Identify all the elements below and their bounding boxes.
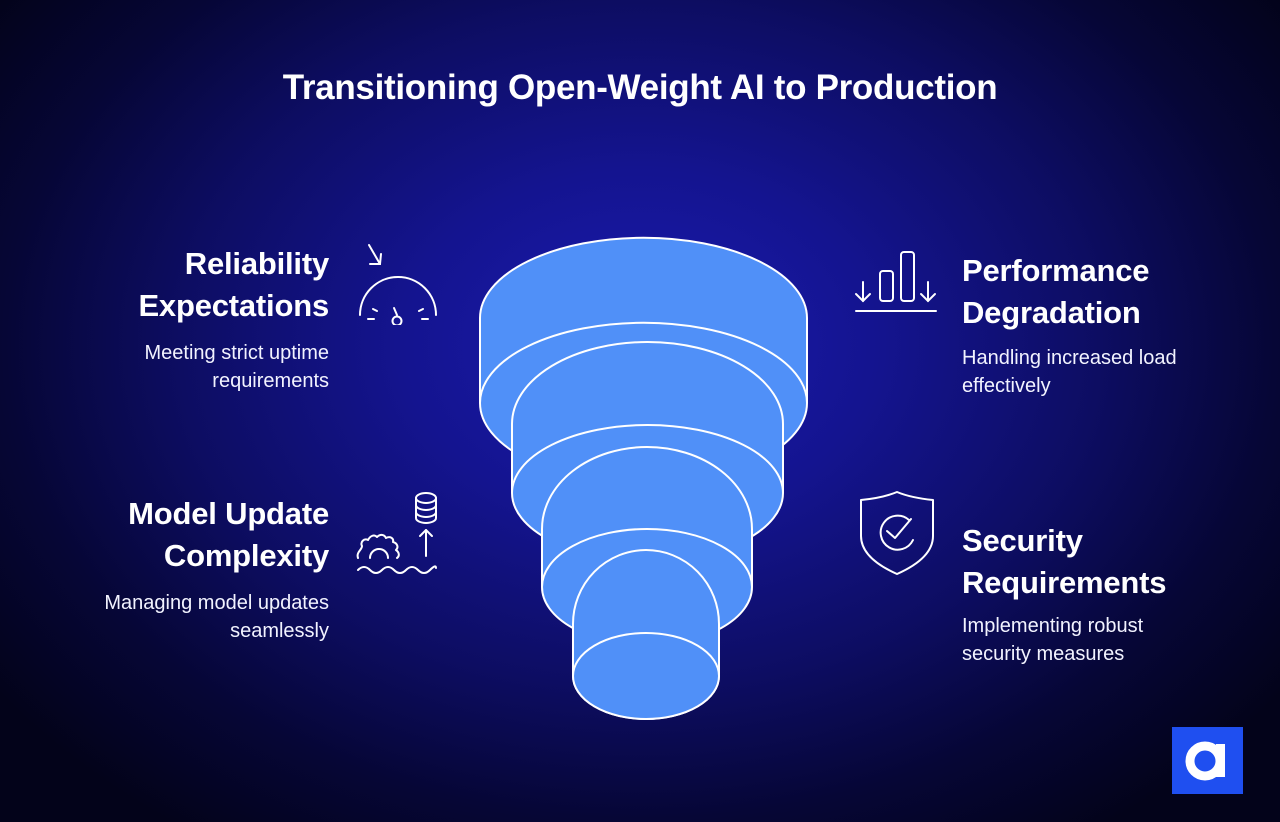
- page-title: Transitioning Open-Weight AI to Producti…: [282, 68, 998, 107]
- heading-line: Security: [962, 523, 1083, 558]
- heading-line: Reliability: [184, 246, 329, 281]
- item-model-update: Model Update Complexity Managing model u…: [104, 493, 329, 645]
- description-line: Implementing robust: [962, 615, 1144, 637]
- gear-database-icon: [350, 488, 445, 578]
- item-performance: Performance Degradation Handling increas…: [962, 250, 1177, 400]
- heading-line: Complexity: [163, 538, 329, 573]
- heading-line: Performance: [962, 253, 1150, 288]
- description-line: seamlessly: [230, 620, 329, 642]
- item-description: Managing model updates seamlessly: [104, 589, 329, 645]
- item-heading: Performance Degradation: [962, 250, 1177, 334]
- item-heading: Model Update Complexity: [104, 493, 329, 577]
- speedometer-icon: [352, 240, 442, 325]
- description-line: requirements: [212, 370, 329, 392]
- bar-chart-down-icon: [850, 245, 945, 320]
- item-description: Meeting strict uptime requirements: [138, 339, 329, 395]
- item-security: Security Requirements Implementing robus…: [962, 520, 1167, 668]
- description-line: Handling increased load: [962, 347, 1177, 369]
- heading-line: Degradation: [962, 295, 1141, 330]
- heading-line: Model Update: [128, 496, 329, 531]
- item-heading: Reliability Expectations: [138, 243, 329, 327]
- item-description: Handling increased load effectively: [962, 344, 1177, 400]
- bottom-face: [572, 632, 720, 720]
- description-line: effectively: [962, 375, 1051, 397]
- item-description: Implementing robust security measures: [962, 612, 1166, 668]
- description-line: security measures: [962, 643, 1125, 665]
- item-heading: Security Requirements: [962, 520, 1167, 604]
- logo-letter-a-icon: [1185, 741, 1225, 780]
- brand-logo: [1172, 727, 1243, 794]
- heading-line: Requirements: [962, 565, 1167, 600]
- description-line: Managing model updates: [104, 592, 329, 614]
- description-line: Meeting strict uptime: [144, 342, 329, 364]
- item-reliability: Reliability Expectations Meeting strict …: [138, 243, 329, 395]
- heading-line: Expectations: [138, 288, 329, 323]
- shield-check-icon: [855, 488, 940, 578]
